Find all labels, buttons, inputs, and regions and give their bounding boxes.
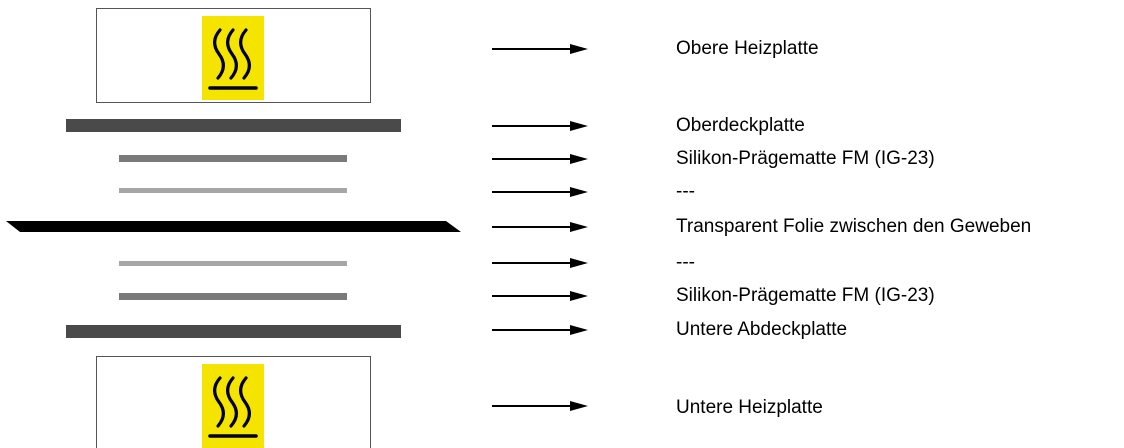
- arrow-transparent-film: [491, 221, 589, 233]
- arrow-upper-silicone-mat: [491, 153, 589, 165]
- lower-silicone-mat: [119, 293, 347, 300]
- hot-surface-warning-icon: [200, 14, 266, 102]
- hot-surface-warning-icon: [200, 362, 266, 448]
- label-lower-heating-plate: Untere Heizplatte: [676, 397, 823, 418]
- label-upper-heating-plate: Obere Heizplatte: [676, 38, 819, 59]
- lower-heating-plate: [96, 356, 371, 448]
- upper-fabric: [119, 188, 347, 193]
- label-upper-cover-plate: Oberdeckplatte: [676, 115, 805, 136]
- lower-fabric: [119, 261, 347, 266]
- upper-silicone-mat: [119, 155, 347, 162]
- transparent-film: [6, 221, 461, 232]
- upper-heating-plate: [96, 8, 371, 103]
- arrow-upper-cover-plate: [491, 120, 589, 132]
- arrow-upper-heating-plate: [491, 43, 589, 55]
- arrow-lower-cover-plate: [491, 324, 589, 336]
- label-transparent-film: Transparent Folie zwischen den Geweben: [676, 216, 1032, 237]
- label-upper-silicone-mat: Silikon-Prägematte FM (IG-23): [676, 148, 935, 169]
- label-lower-cover-plate: Untere Abdeckplatte: [676, 319, 848, 340]
- label-lower-fabric: ---: [676, 252, 695, 273]
- arrow-lower-fabric: [491, 257, 589, 269]
- label-upper-fabric: ---: [676, 181, 695, 202]
- upper-cover-plate: [66, 119, 401, 132]
- lower-cover-plate: [66, 325, 401, 338]
- arrow-lower-silicone-mat: [491, 290, 589, 302]
- arrow-lower-heating-plate: [491, 400, 589, 412]
- arrow-upper-fabric: [491, 186, 589, 198]
- label-lower-silicone-mat: Silikon-Prägematte FM (IG-23): [676, 285, 935, 306]
